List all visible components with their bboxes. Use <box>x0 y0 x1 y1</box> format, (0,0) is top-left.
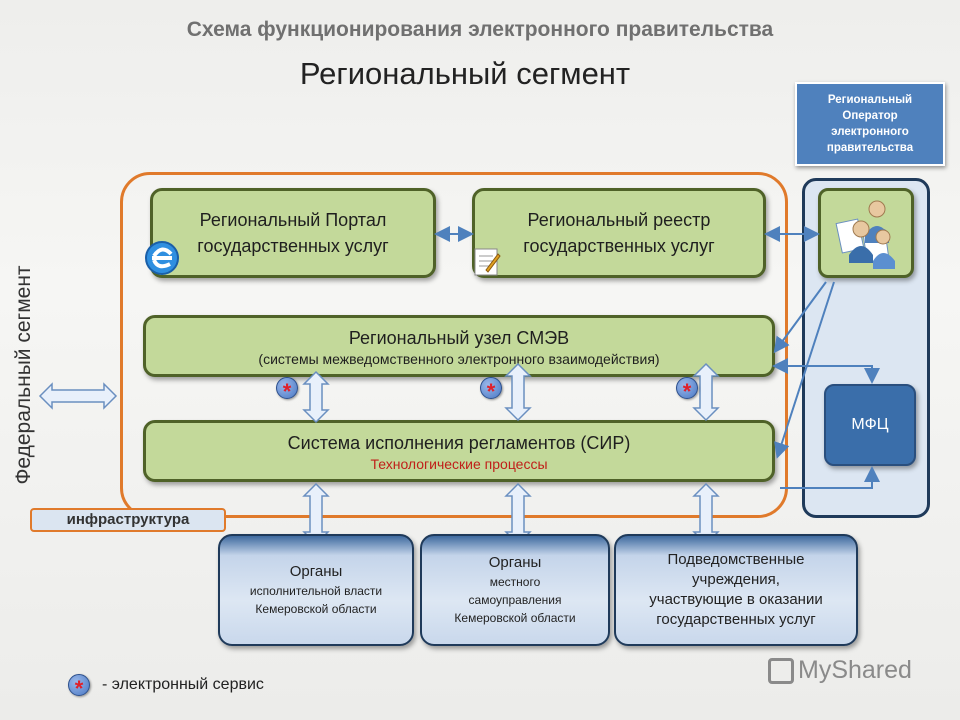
smev-mfc-connector <box>772 358 880 384</box>
legend-star-icon: * <box>68 674 90 701</box>
registry-line2: государственных услуг <box>523 236 715 256</box>
sir-line1: Система исполнения регламентов (СИР) <box>287 433 631 453</box>
document-icon <box>474 248 501 276</box>
double-arrow-icon <box>38 382 118 410</box>
mfc-label: МФЦ <box>851 416 889 433</box>
exec-line2: исполнительной власти <box>249 584 383 598</box>
regional-registry-box[interactable]: Региональный реестр государственных услу… <box>472 188 766 278</box>
operator-line1: Региональный <box>827 94 913 106</box>
operator-line3: электронного <box>831 126 909 138</box>
smev-line1: Региональный узел СМЭВ <box>348 328 570 348</box>
local-line2: местного <box>489 575 541 589</box>
smev-sir-arrow-3 <box>692 362 720 422</box>
watermark: MyShared <box>768 656 912 685</box>
executive-authorities-box[interactable]: Органы исполнительной власти Кемеровской… <box>218 534 414 646</box>
local-line1: Органы <box>488 554 542 571</box>
smev-sir-arrow-1 <box>302 370 330 424</box>
mfc-box[interactable]: МФЦ <box>824 384 916 466</box>
sir-line2: Технологические процессы <box>370 456 548 472</box>
infrastructure-label: инфраструктура <box>30 508 226 532</box>
sub-line3: участвующие в оказании <box>649 591 823 608</box>
portal-line2: государственных услуг <box>197 236 389 256</box>
registry-line1: Региональный реестр <box>527 210 711 230</box>
exec-line1: Органы <box>289 563 343 580</box>
people-icon <box>835 200 895 269</box>
diagram-subtitle: Схема функционирования электронного прав… <box>186 18 774 41</box>
operator-line4: правительства <box>826 142 914 154</box>
legend-text: - электронный сервис <box>102 676 264 693</box>
sir-box[interactable]: Система исполнения регламентов (СИР) Тех… <box>143 420 775 482</box>
operator-icon-box <box>818 188 914 278</box>
operator-smev-connector <box>773 281 827 354</box>
sub-line4: государственных услуг <box>656 611 816 628</box>
local-line4: Кемеровской области <box>454 611 576 625</box>
star-service-icon: * <box>480 377 502 404</box>
operator-line2: Оператор <box>842 110 898 122</box>
sub-line1: Подведомственные <box>667 551 805 568</box>
ie-icon <box>145 241 179 275</box>
watermark-text: MyShared <box>798 656 912 684</box>
sir-mfc-connector <box>780 466 880 489</box>
smev-node-box[interactable]: Региональный узел СМЭВ (системы межведом… <box>143 315 775 377</box>
exec-line3: Кемеровской области <box>255 602 377 616</box>
regional-portal-box[interactable]: Региональный Портал государственных услу… <box>150 188 436 278</box>
star-service-icon: * <box>676 377 698 404</box>
local-government-box[interactable]: Органы местного самоуправления Кемеровск… <box>420 534 610 646</box>
sub-line2: учреждения, <box>692 571 780 588</box>
diagram-title: Региональный сегмент <box>299 56 631 91</box>
local-line3: самоуправления <box>468 593 562 607</box>
presentation-icon <box>768 658 794 685</box>
subordinate-institutions-box[interactable]: Подведомственные учреждения, участвующие… <box>614 534 858 646</box>
smev-line2: (системы межведомственного электронного … <box>258 351 660 367</box>
star-service-icon: * <box>276 377 298 404</box>
operator-callout: Региональный Оператор электронного прави… <box>795 82 945 166</box>
smev-sir-arrow-2 <box>504 362 532 422</box>
portal-line1: Региональный Портал <box>199 210 387 230</box>
